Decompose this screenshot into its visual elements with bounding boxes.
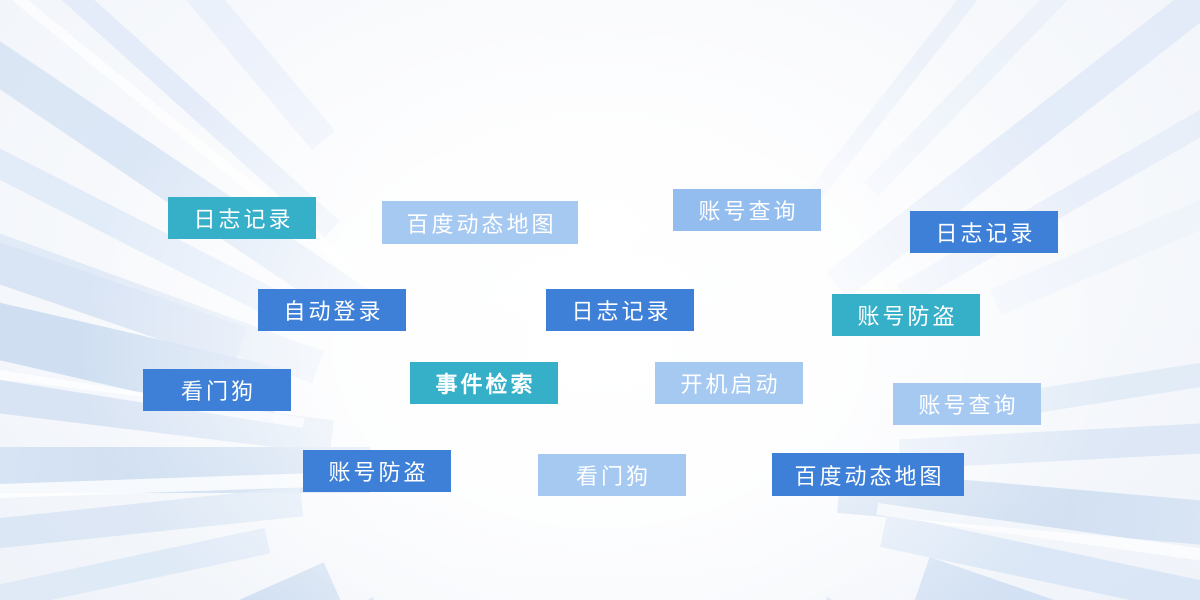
feature-tag-label: 看门狗	[575, 465, 651, 490]
feature-tag-label: 日志记录	[193, 208, 294, 233]
feature-tag-label: 账号防盗	[857, 305, 958, 330]
feature-tag-label: 日志记录	[935, 222, 1036, 247]
feature-tag: 自动登录	[258, 289, 406, 331]
feature-tag-label: 事件检索	[435, 373, 536, 398]
feature-tag-label: 百度动态地图	[794, 464, 945, 490]
feature-tag: 账号查询	[893, 383, 1041, 425]
feature-tag: 看门狗	[143, 369, 291, 411]
feature-tag: 开机启动	[655, 362, 803, 404]
feature-tag: 百度动态地图	[772, 453, 964, 496]
feature-tag: 日志记录	[546, 289, 694, 331]
feature-tag-label: 看门狗	[180, 380, 256, 405]
feature-tag-label: 自动登录	[283, 300, 384, 325]
feature-tag: 事件检索	[410, 362, 558, 404]
feature-tag-label: 开机启动	[680, 373, 781, 398]
feature-tag: 账号防盗	[832, 294, 980, 336]
feature-tag-label: 账号防盗	[328, 461, 429, 486]
feature-tag: 看门狗	[538, 454, 686, 496]
feature-tag: 账号防盗	[303, 450, 451, 492]
feature-tag-label: 百度动态地图	[406, 212, 557, 238]
feature-tag: 日志记录	[168, 197, 316, 239]
feature-tag: 百度动态地图	[382, 201, 578, 244]
feature-tag: 日志记录	[910, 211, 1058, 253]
feature-tag-label: 账号查询	[698, 200, 799, 225]
feature-tag-label: 日志记录	[571, 300, 672, 325]
feature-tag: 账号查询	[673, 189, 821, 231]
feature-tag-label: 账号查询	[918, 394, 1019, 419]
